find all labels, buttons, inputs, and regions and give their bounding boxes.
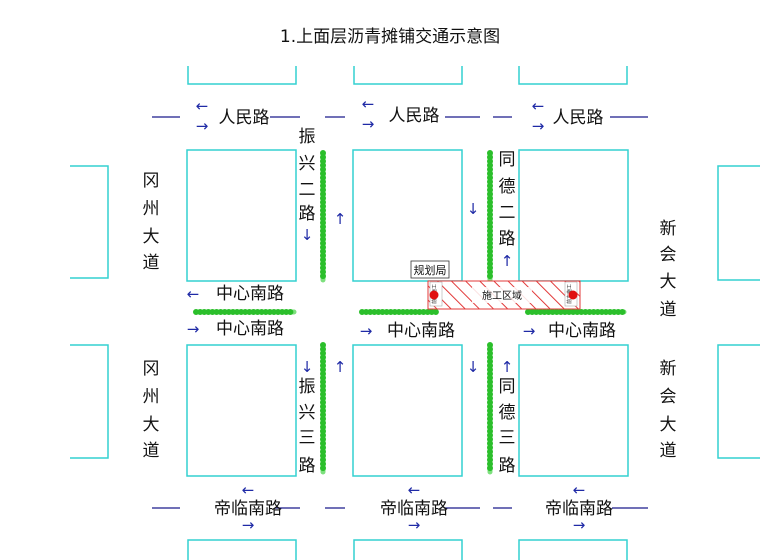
gangzhou-char-2: 州: [143, 199, 160, 219]
block-right-1: [717, 165, 760, 281]
construction-zone-label-bg: [472, 287, 532, 303]
right-arrow-icon: →: [408, 516, 421, 534]
tongde3-char-2: 德: [499, 403, 516, 423]
right-arrow-icon: →: [532, 117, 545, 135]
up-arrow-icon: ↑: [501, 358, 514, 376]
dilinnan-road: 帝临南路 帝临南路 帝临南路 ← → ← → ← →: [152, 481, 648, 534]
zhenxing2-char-2: 兴: [299, 154, 316, 174]
gangzhou-char-3: 大: [143, 227, 160, 247]
zhongxinnan-label-3: 中心南路: [387, 321, 455, 341]
right-arrow-icon: →: [360, 322, 373, 340]
block-top-3: [518, 66, 628, 85]
gangzhou-char-1: 冈: [143, 171, 160, 191]
block-r1-1: [186, 149, 297, 282]
down-arrow-icon: ↓: [467, 200, 480, 218]
block-right-2: [717, 344, 760, 459]
zhongxinnan-label-2: 中心南路: [216, 319, 284, 339]
zhenxing2-char-3: 二: [299, 180, 316, 200]
block-r1-2: [352, 149, 463, 282]
left-arrow-icon: ←: [242, 481, 255, 499]
construction-zone-label: 施工区域: [482, 289, 522, 302]
down-arrow-icon: ↓: [301, 226, 314, 244]
block-bottom-2: [353, 539, 463, 560]
left-arrow-icon: ←: [573, 481, 586, 499]
planning-bureau-box: [410, 260, 450, 279]
dilinnan-label-2: 帝临南路: [380, 499, 448, 519]
gangzhou-char-2: 州: [143, 387, 160, 407]
xinhui-char-3: 大: [660, 272, 677, 292]
block-left-1: [70, 165, 109, 279]
zhenxing3-char-3: 三: [299, 428, 316, 448]
renmin-label-2: 人民路: [389, 106, 440, 126]
block-r2-2: [352, 344, 463, 477]
xinhui-char-3: 大: [660, 415, 677, 435]
zhongxinnan-label-1: 中心南路: [216, 284, 284, 304]
right-arrow-icon: →: [187, 320, 200, 338]
block-top-1: [187, 66, 297, 85]
up-arrow-icon: ↑: [334, 210, 347, 228]
gangzhou-char-3: 大: [143, 415, 160, 435]
tongde2-char-1: 同: [499, 150, 516, 170]
dilinnan-label-3: 帝临南路: [545, 499, 613, 519]
block-r1-3: [518, 149, 629, 282]
zhongxinnan-road: 中心南路 中心南路 中心南路 中心南路 ← → → →: [187, 284, 616, 341]
map-title: 1.上面层沥青摊铺交通示意图: [280, 27, 500, 47]
left-arrow-icon: ←: [362, 95, 375, 113]
city-blocks: [70, 66, 760, 560]
up-arrow-icon: ↑: [501, 252, 514, 270]
zhongxinnan-label-4: 中心南路: [548, 321, 616, 341]
zhenxing3-char-4: 路: [299, 456, 316, 476]
tongde3-char-4: 路: [499, 456, 516, 476]
xinhui-char-4: 道: [660, 300, 677, 320]
renmin-label-1: 人民路: [219, 108, 270, 128]
left-arrow-icon: ←: [408, 481, 421, 499]
renmin-road: 人民路 人民路 人民路 ← → ← → ← →: [152, 95, 648, 135]
renmin-label-3: 人民路: [553, 108, 604, 128]
zhenxing2-char-4: 路: [299, 204, 316, 224]
xinhui-char-1: 新: [660, 219, 677, 239]
xinhui-char-2: 会: [660, 387, 677, 407]
xinhui-char-4: 道: [660, 441, 677, 461]
tongde3-char-1: 同: [499, 377, 516, 397]
zhenxing2-char-1: 振: [299, 127, 316, 147]
right-arrow-icon: →: [523, 322, 536, 340]
warning-light-left-icon: [429, 290, 439, 300]
gangzhou-char-4: 道: [143, 253, 160, 273]
green-medians: [193, 150, 627, 475]
xinhui-char-2: 会: [660, 245, 677, 265]
up-arrow-icon: ↑: [334, 358, 347, 376]
planning-bureau-marker: 规划局: [410, 260, 450, 279]
gangzhou-char-4: 道: [143, 441, 160, 461]
block-left-2: [70, 344, 109, 459]
down-arrow-icon: ↓: [301, 358, 314, 376]
block-top-2: [353, 66, 463, 85]
right-arrow-icon: →: [573, 516, 586, 534]
tongde2-char-4: 路: [499, 229, 516, 249]
tongde2-char-3: 二: [499, 203, 516, 223]
down-arrow-icon: ↓: [467, 358, 480, 376]
warning-light-right-icon: [568, 290, 578, 300]
block-bottom-3: [518, 539, 628, 560]
zhenxing3-char-2: 兴: [299, 403, 316, 423]
right-arrow-icon: →: [242, 516, 255, 534]
block-r2-3: [518, 344, 629, 477]
block-bottom-1: [187, 539, 297, 560]
left-arrow-icon: ←: [187, 285, 200, 303]
gangzhou-char-1: 冈: [143, 359, 160, 379]
block-r2-1: [186, 344, 297, 477]
planning-bureau-label: 规划局: [414, 263, 447, 277]
left-arrow-icon: ←: [196, 97, 209, 115]
right-arrow-icon: →: [196, 117, 209, 135]
left-arrow-icon: ←: [532, 97, 545, 115]
zhenxing3-char-1: 振: [299, 377, 316, 397]
tongde2-char-2: 德: [499, 177, 516, 197]
vertical-road-labels: 冈 州 大 道 冈 州 大 道 新 会 大 道 新 会 大 道 振 兴 二 路 …: [143, 127, 677, 476]
tongde3-char-3: 三: [499, 428, 516, 448]
right-arrow-icon: →: [362, 115, 375, 133]
dilinnan-label-1: 帝临南路: [214, 499, 282, 519]
construction-zone: 施工区域 前方施工 前方施工: [427, 280, 581, 310]
xinhui-char-1: 新: [660, 359, 677, 379]
